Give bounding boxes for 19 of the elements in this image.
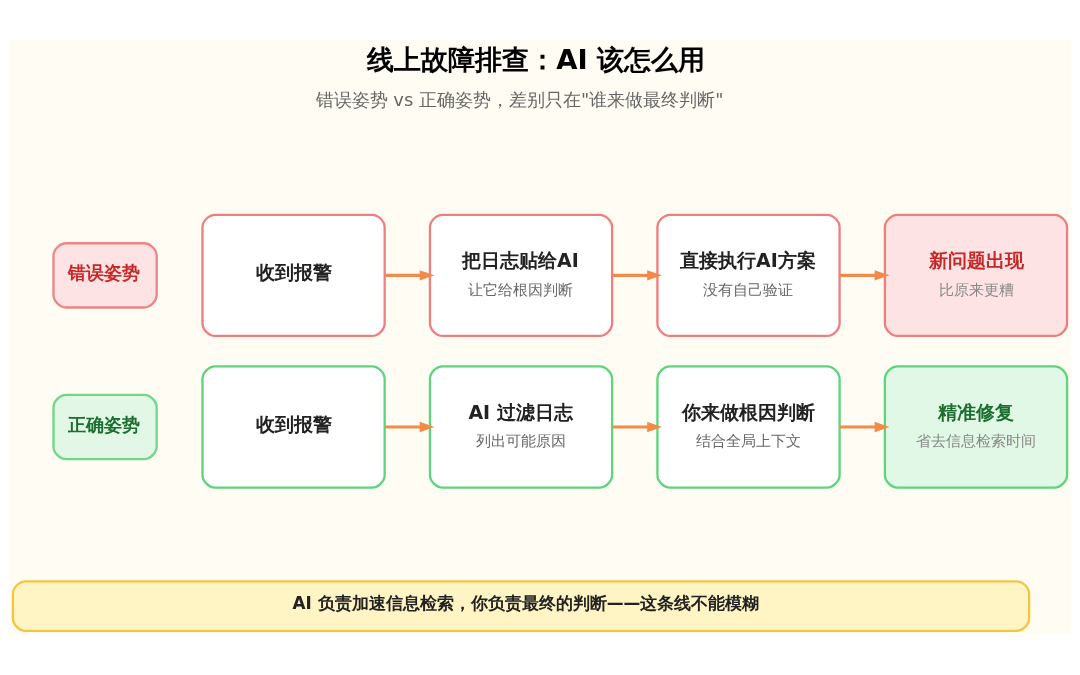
- node-box: 你来做根因判断 结合全局上下文: [656, 365, 841, 489]
- arrow: [840, 421, 890, 433]
- node-box: 把日志贴给AI 让它给根因判断: [428, 213, 614, 338]
- node-box: 错误姿势: [52, 242, 158, 309]
- arrow: [612, 270, 662, 281]
- label: 错误姿势 vs 正确姿势，差别只在"谁来做最终判断": [315, 89, 724, 111]
- node-box: 新问题出现 比原来更糟: [883, 213, 1069, 338]
- node-box: 正确姿势: [52, 393, 158, 461]
- arrow: [612, 421, 662, 433]
- arrow: [840, 270, 890, 281]
- node-box: 收到报警: [201, 365, 386, 489]
- diagram-title: 线上故障排查：AI 该怎么用: [367, 44, 706, 76]
- node-box: 直接执行AI方案 没有自己验证: [656, 213, 841, 338]
- arrow: [385, 270, 435, 281]
- node-box: 精准修复 省去信息检索时间: [883, 365, 1069, 489]
- node-box: AI 过滤日志 列出可能原因: [428, 365, 614, 489]
- node-box: AI 负责加速信息检索，你负责最终的判断——这条线不能模糊: [11, 580, 1031, 632]
- node-box: 收到报警: [201, 213, 386, 338]
- arrow: [385, 421, 435, 433]
